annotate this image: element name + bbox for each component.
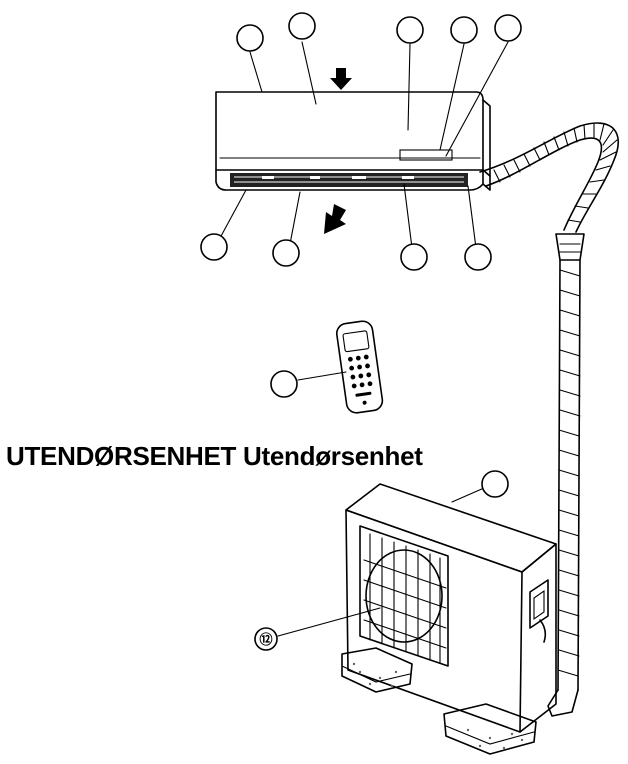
air-outlet-arrow <box>324 204 346 234</box>
callout-fan-grille <box>254 627 278 651</box>
outdoor-unit <box>345 483 557 733</box>
callout-remote <box>270 370 298 398</box>
callout-top-1 <box>236 24 264 52</box>
fan-grille-number: ⑫ <box>259 632 272 647</box>
outdoor-unit-label: UTENDØRSENHET Utendørsenhet <box>6 441 423 471</box>
remote-control <box>335 320 384 414</box>
air-intake-arrow <box>330 68 352 90</box>
callout-circles: ⑫ <box>200 12 522 651</box>
callout-top-2 <box>288 12 316 40</box>
support-blocks <box>341 647 537 755</box>
indoor-unit <box>215 91 491 191</box>
callout-outdoor-unit <box>481 470 509 498</box>
callout-bottom-1 <box>200 233 228 261</box>
callout-top-5 <box>494 14 522 42</box>
callout-bottom-3 <box>400 243 428 271</box>
connecting-pipe <box>479 122 619 717</box>
callout-top-3 <box>396 16 424 44</box>
callout-bottom-4 <box>464 243 492 271</box>
callout-top-4 <box>450 16 478 44</box>
callout-leaders <box>219 41 509 637</box>
callout-bottom-2 <box>272 239 300 267</box>
